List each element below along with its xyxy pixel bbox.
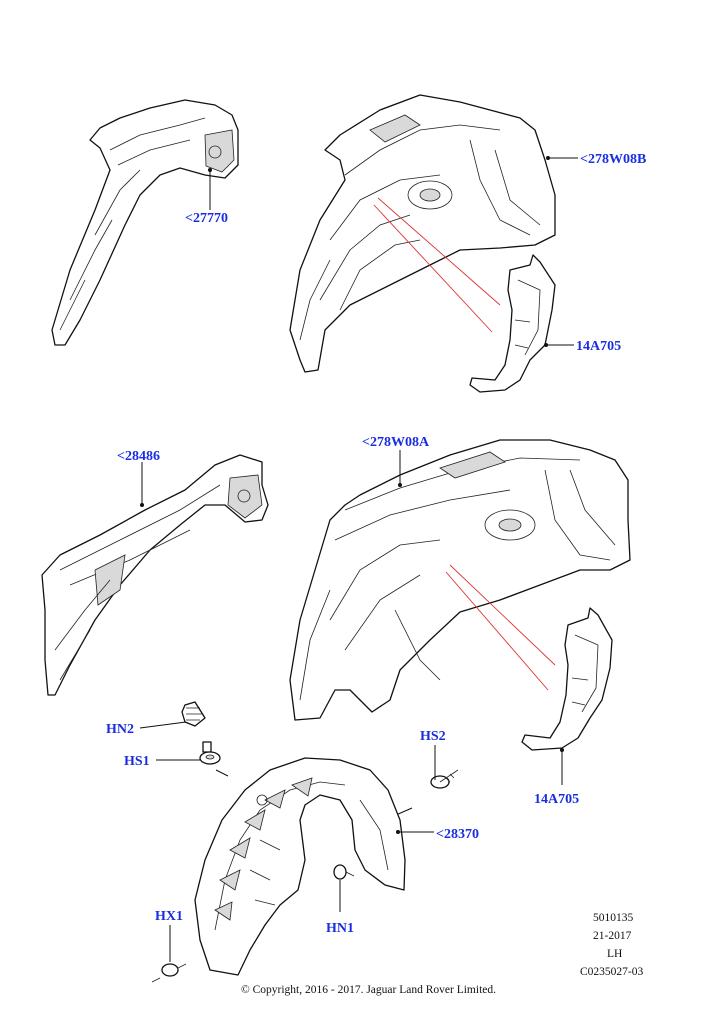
copyright: © Copyright, 2016 - 2017. Jaguar Land Ro… bbox=[241, 984, 496, 996]
leader-278W08A bbox=[398, 450, 402, 487]
part-27770-pillar bbox=[51, 99, 239, 346]
callout-278W08A[interactable]: <278W08A bbox=[362, 435, 430, 450]
leader-HS2 bbox=[395, 745, 436, 816]
part-278W08A-wheelhouse bbox=[289, 439, 631, 721]
callout-14A705-top[interactable]: 14A705 bbox=[576, 339, 621, 354]
meta-code: 5010135 bbox=[593, 912, 634, 924]
part-28486-pillar bbox=[41, 454, 269, 696]
redlines-top bbox=[373, 197, 501, 333]
leader-14A705-bottom bbox=[560, 748, 564, 785]
callout-HS2[interactable]: HS2 bbox=[420, 729, 446, 744]
callout-14A705-bottom[interactable]: 14A705 bbox=[534, 792, 579, 807]
part-14A705-bracket-bottom bbox=[521, 607, 613, 751]
leader-28486 bbox=[140, 462, 144, 507]
part-278W08B-wheelhouse bbox=[289, 94, 556, 373]
part-14A705-bracket-top bbox=[469, 254, 556, 393]
fastener-HN2 bbox=[181, 701, 206, 727]
callout-HX1[interactable]: HX1 bbox=[155, 909, 183, 924]
redlines-middle bbox=[445, 564, 556, 691]
callout-HN1[interactable]: HN1 bbox=[326, 921, 354, 936]
callout-HN2[interactable]: HN2 bbox=[106, 722, 134, 737]
leader-14A705-top bbox=[544, 343, 574, 347]
callout-28370[interactable]: <28370 bbox=[436, 827, 479, 842]
fastener-HX1 bbox=[151, 963, 187, 983]
leader-27770 bbox=[208, 168, 212, 210]
callout-278W08B[interactable]: <278W08B bbox=[580, 152, 646, 167]
leader-278W08B bbox=[546, 156, 578, 160]
part-28370-arch-liner bbox=[194, 757, 406, 976]
callout-28486[interactable]: <28486 bbox=[117, 449, 160, 464]
leader-HS1 bbox=[156, 759, 229, 777]
leader-HN2 bbox=[139, 721, 187, 729]
leader-28370 bbox=[396, 830, 434, 834]
callout-27770[interactable]: <27770 bbox=[185, 211, 228, 226]
fastener-HS1 bbox=[199, 741, 221, 765]
meta-side: LH bbox=[607, 948, 622, 960]
meta-date: 21-2017 bbox=[593, 930, 632, 942]
fastener-HN1 bbox=[333, 864, 355, 880]
callout-HS1[interactable]: HS1 bbox=[124, 754, 150, 769]
meta-ref: C0235027-03 bbox=[580, 966, 644, 978]
